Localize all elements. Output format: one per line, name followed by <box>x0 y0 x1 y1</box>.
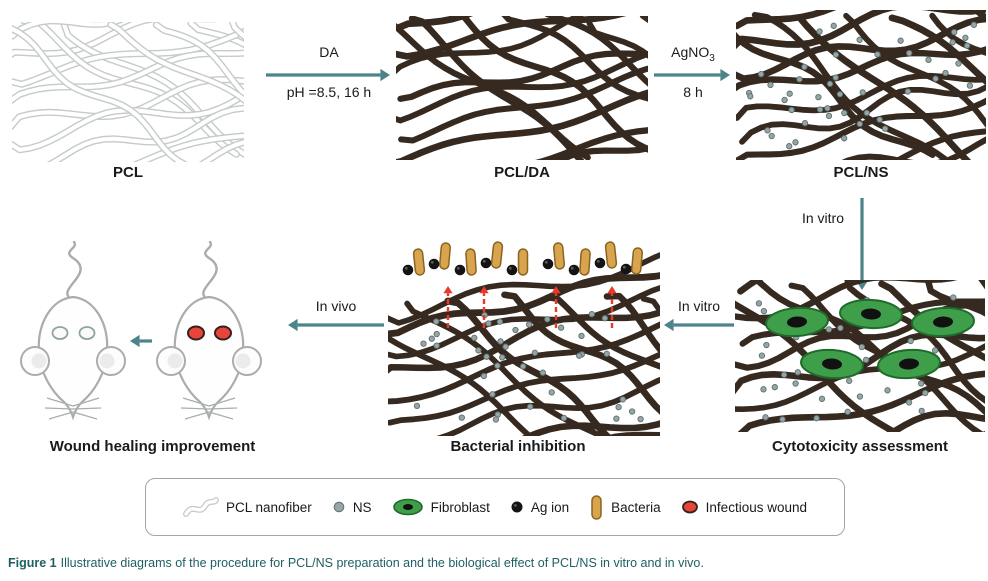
arrow-in-vivo-left <box>288 318 384 332</box>
pcl-label: PCL <box>113 164 143 181</box>
infected-mouse-illustration <box>156 240 262 421</box>
bacterial-inhibition-label: Bacterial inhibition <box>450 438 586 455</box>
legend-label-ag-ion: Ag ion <box>530 499 570 515</box>
legend-label-bacteria: Bacteria <box>611 499 661 515</box>
legend-label-fibroblast: Fibroblast <box>430 499 490 515</box>
bacteria-icon <box>591 494 602 520</box>
pclda-label: PCL/DA <box>494 164 550 181</box>
figure-caption-prefix: Figure 1 <box>8 556 57 570</box>
pcl-nanofiber-mesh-illustration <box>12 22 244 162</box>
cytotoxicity-illustration <box>735 280 985 432</box>
fibroblast-icon <box>392 498 423 516</box>
pclns-label: PCL/NS <box>833 164 889 181</box>
in-vitro-left-label: In vitro <box>677 298 720 314</box>
da-arrow-top-label: DA <box>319 44 339 60</box>
legend-item-ns: NS <box>332 500 372 515</box>
arrow-mice-left <box>130 334 152 348</box>
wound-healing-label: Wound healing improvement <box>49 438 256 455</box>
in-vitro-down-label: In vitro <box>801 210 844 226</box>
pcl-nanofiber-icon <box>183 497 219 517</box>
pclda-mesh-illustration <box>396 16 648 160</box>
agno3-arrow-top-label: AgNO3 <box>644 44 742 64</box>
legend-label-infectious-wound: Infectious wound <box>705 499 807 515</box>
arrow-agno3 <box>654 68 730 82</box>
cytotoxicity-label: Cytotoxicity assessment <box>772 438 948 455</box>
figure-caption-text: Illustrative diagrams of the procedure f… <box>60 556 704 570</box>
arrow-in-vitro-left <box>664 318 734 332</box>
legend: PCL nanofiber NS Fibroblast Ag ion Bacte… <box>145 478 845 536</box>
healed-mouse-illustration <box>20 240 126 421</box>
legend-label-ns: NS <box>352 499 372 515</box>
infectious-wound-icon <box>681 500 698 514</box>
da-arrow-bottom-label: pH =8.5, 16 h <box>286 84 372 100</box>
legend-item-infectious-wound: Infectious wound <box>681 499 807 515</box>
arrow-da <box>266 68 390 82</box>
agno3-sub: 3 <box>709 52 715 64</box>
agno3-arrow-bottom-label: 8 h <box>683 84 703 100</box>
legend-item-bacteria: Bacteria <box>589 494 661 521</box>
agno3-main: AgNO <box>671 44 710 60</box>
ag-ion-icon <box>511 501 523 513</box>
ns-particle-icon <box>333 501 345 513</box>
legend-item-fibroblast: Fibroblast <box>392 498 490 516</box>
pclns-mesh-illustration <box>736 10 986 160</box>
legend-label-pcl-nanofiber: PCL nanofiber <box>226 499 312 515</box>
legend-item-ag-ion: Ag ion <box>510 500 569 515</box>
bacterial-inhibition-illustration <box>388 241 660 436</box>
in-vivo-label: In vivo <box>315 298 357 314</box>
legend-item-pcl-nanofiber: PCL nanofiber <box>183 496 312 518</box>
